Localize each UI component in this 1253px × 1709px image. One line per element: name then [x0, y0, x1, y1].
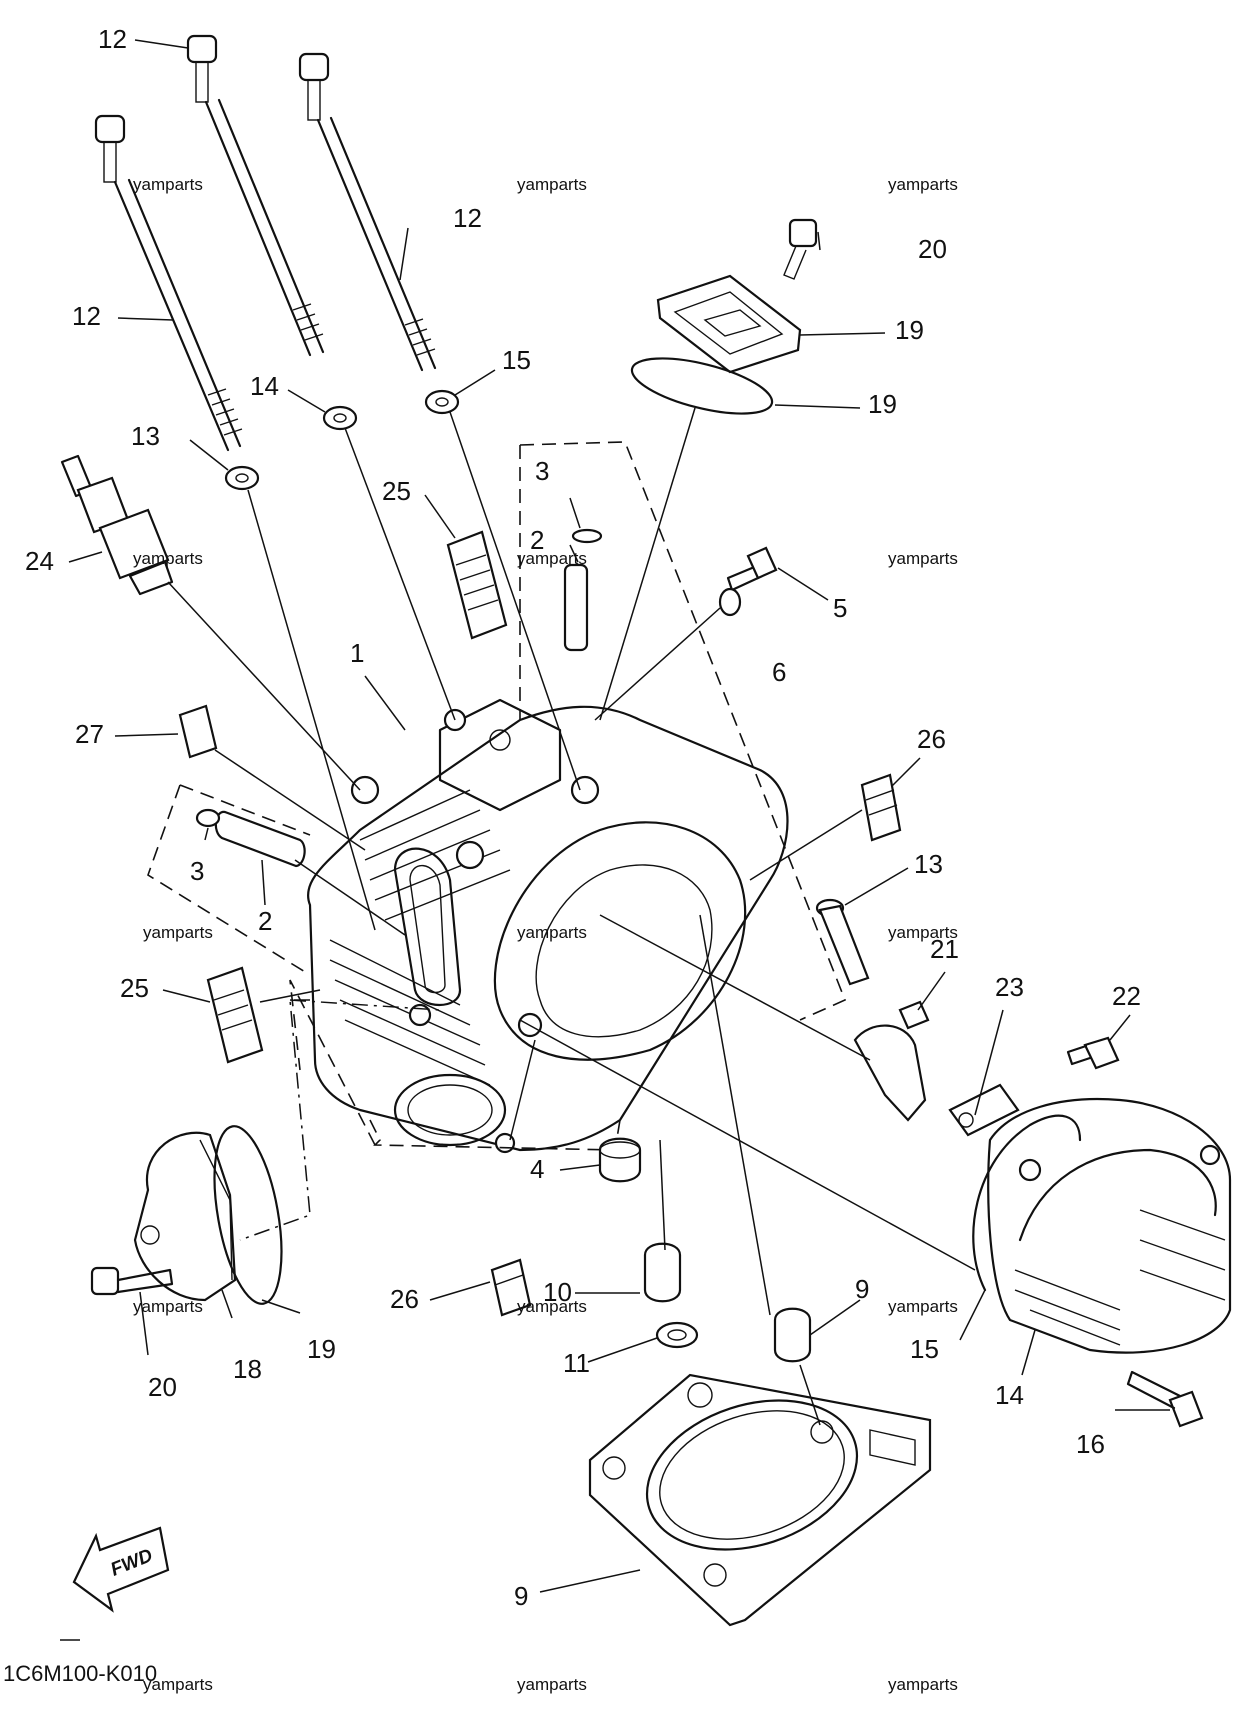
cylinder-head-gasket: [588, 1373, 932, 1627]
watermark-text: yamparts: [517, 549, 587, 568]
spark-plug: [60, 454, 174, 596]
group-outlines: [147, 441, 847, 1151]
valve-components: [178, 530, 902, 1317]
callout-label: 5: [833, 593, 847, 623]
callout-label: 2: [530, 525, 544, 555]
top-cover-cap: [630, 218, 818, 415]
leader-lines: [60, 39, 1170, 1641]
callout-label: 3: [535, 456, 549, 486]
watermark-text: yamparts: [133, 175, 203, 194]
callout-label: 27: [75, 719, 104, 749]
watermark-text: yamparts: [888, 175, 958, 194]
watermark-text: yamparts: [888, 1297, 958, 1316]
watermark-text: yamparts: [888, 923, 958, 942]
watermark-text: yamparts: [133, 549, 203, 568]
callout-label: 25: [382, 476, 411, 506]
callout-label: 3: [190, 856, 204, 886]
left-cover-cap: [90, 1125, 283, 1305]
callout-label: 25: [120, 973, 149, 1003]
callout-label: 12: [453, 203, 482, 233]
cylinder-head-bolts: [94, 34, 437, 452]
watermark-text: yamparts: [143, 1675, 213, 1694]
callout-label: 21: [930, 934, 959, 964]
callout-label: 16: [1076, 1429, 1105, 1459]
callout-label: 2: [258, 906, 272, 936]
lower-dowels-and-seals: [598, 1137, 812, 1363]
watermark-text: yamparts: [888, 1675, 958, 1694]
watermark-text: yamparts: [517, 1675, 587, 1694]
watermark-text: yamparts: [517, 1297, 587, 1316]
callout-label: 24: [25, 546, 54, 576]
callout-label: 14: [995, 1380, 1024, 1410]
watermark-text: yamparts: [133, 1297, 203, 1316]
callout-label: 22: [1112, 981, 1141, 1011]
part-drawings: FWD: [60, 34, 1232, 1627]
bolt-13: [815, 898, 870, 986]
callout-label: 15: [910, 1334, 939, 1364]
callout-label: 19: [895, 315, 924, 345]
callout-label: 1: [350, 638, 364, 668]
callout-label: 13: [131, 421, 160, 451]
callout-label: 23: [995, 972, 1024, 1002]
washers: [224, 389, 460, 491]
watermark-text: yamparts: [143, 923, 213, 942]
watermark-text: yamparts: [517, 923, 587, 942]
watermark-text: yamparts: [517, 175, 587, 194]
callout-label: 20: [148, 1372, 177, 1402]
callout-label: 12: [72, 301, 101, 331]
callout-label: 19: [868, 389, 897, 419]
dowel-pins-and-clips: [195, 528, 603, 868]
tensioner-assembly: [853, 1000, 1120, 1137]
callout-label: 10: [543, 1277, 572, 1307]
callout-label: 13: [914, 849, 943, 879]
callout-label: 26: [917, 724, 946, 754]
callout-label: 20: [918, 234, 947, 264]
callout-label: 9: [514, 1581, 528, 1611]
forward-direction-arrow: FWD: [72, 1526, 170, 1613]
callout-label: 9: [855, 1274, 869, 1304]
callout-label: 12: [98, 24, 127, 54]
callout-label: 26: [390, 1284, 419, 1314]
callout-label: 6: [772, 657, 786, 687]
watermarks: yamparts yamparts yamparts yamparts yamp…: [133, 175, 958, 1694]
bolt-and-washer-small: [718, 546, 778, 617]
callout-label: 4: [530, 1154, 544, 1184]
callout-label: 19: [307, 1334, 336, 1364]
callout-label: 14: [250, 371, 279, 401]
side-valve-cover: [972, 1097, 1232, 1428]
callout-label: 18: [233, 1354, 262, 1384]
diagram-code: 1C6M100-K010: [3, 1661, 157, 1686]
callout-label: 15: [502, 345, 531, 375]
callout-label: 11: [563, 1348, 590, 1378]
watermark-text: yamparts: [888, 549, 958, 568]
callout-labels: 12 12 12 13 14 15 20 19 19 24 25 3 2 5 6…: [25, 24, 1141, 1611]
